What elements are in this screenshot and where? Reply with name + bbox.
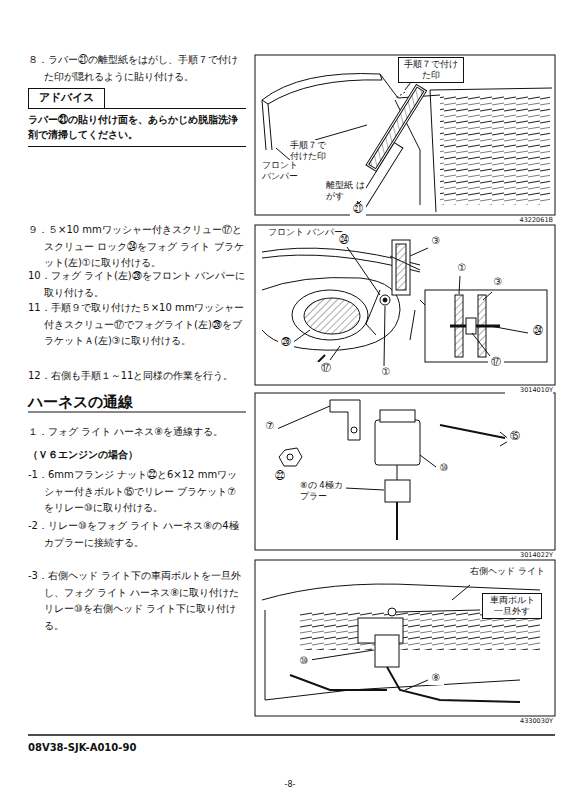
figure-label: ⑧の 4極カプラー <box>300 480 346 501</box>
callout-number: ㉔ <box>336 234 352 247</box>
document-number: 08V38-SJK-A010-90 <box>28 740 228 757</box>
callout-number: ① <box>378 366 394 379</box>
step-text: 12．右側も手順１～11と同様の作業を行う。 <box>28 368 246 385</box>
figure-code: 3014022Y <box>505 551 553 559</box>
figure-label: フロント バンパー <box>262 160 308 181</box>
step-text: 11．手順９で取り付けた５×10 mmワッシャー付きスクリュー⑰でフォグライト(… <box>28 300 246 350</box>
callout-number: ㉔ <box>530 325 546 338</box>
page-number: -8- <box>270 778 310 791</box>
callout-box: 手順７で付けた印 <box>398 57 464 83</box>
figure-label: 右側ヘッド ライト <box>470 566 554 577</box>
figure-label: 手順７で 付けた印 <box>290 140 336 161</box>
box-text: 手順７で付けた印 <box>402 59 460 81</box>
callout-number: ③ <box>490 276 506 289</box>
advice-text: ラバー㉑の貼り付け面を、あらかじめ脱脂洗浄剤で清掃してください。 <box>28 108 246 147</box>
callout-number: ⑰ <box>318 362 334 375</box>
callout-number: ⑮ <box>507 430 523 443</box>
callout-number: ⑩ <box>436 462 452 475</box>
box-text: 車両ボルト 一旦外す <box>486 595 538 617</box>
step-text: 10．フォグ ライト(左)㉖をフロント バンパーに取り付ける。 <box>28 268 246 301</box>
figure-code: 4330030Y <box>505 717 553 725</box>
callout-number: ① <box>454 262 470 275</box>
callout-number: ㉑ <box>350 203 366 216</box>
step-text: -3．右側ヘッド ライト下の車両ボルトを一旦外し、フォグ ライト ハーネス⑧に取… <box>28 568 246 634</box>
step-text: -1．6mmフランジ ナット㉒と6×12 mmワッシャー付きボルト⑮でリレー ブ… <box>28 467 246 517</box>
sub-heading: （Ｖ６エンジンの場合） <box>28 447 246 464</box>
section-heading: ハーネスの通線 <box>28 390 246 415</box>
advice-heading: アドバイス <box>28 88 105 109</box>
callout-number: ③ <box>428 235 444 248</box>
figure-code: 4322061B <box>505 216 553 224</box>
callout-number: ⑦ <box>262 420 278 433</box>
step-text: １．フォグ ライト ハーネス⑧を通線する。 <box>28 424 246 441</box>
callout-number: ⑩ <box>296 655 312 668</box>
callout-number: ㉒ <box>272 470 288 483</box>
callout-number: ㉖ <box>278 336 294 349</box>
callout-box: 車両ボルト 一旦外す <box>482 593 542 619</box>
figure-label: 離型紙 はがす <box>326 180 366 201</box>
figure-code: 3014010Y <box>505 386 553 394</box>
step-text: ８．ラバー㉑の離型紙をはがし、手順７で付けた印が隠れるように貼り付ける。 <box>28 52 246 85</box>
step-text: ９．５×10 mmワッシャー付きスクリュー⑰とスクリュー ロック㉔をフォグ ライ… <box>28 222 246 272</box>
step-text: -2．リレー⑩をフォグ ライト ハーネス⑧の4極カプラーに接続する。 <box>28 518 246 551</box>
callout-number: ⑧ <box>428 672 444 685</box>
callout-number: ⑰ <box>488 356 504 369</box>
advice-box: アドバイスラバー㉑の貼り付け面を、あらかじめ脱脂洗浄剤で清掃してください。 <box>28 88 246 147</box>
